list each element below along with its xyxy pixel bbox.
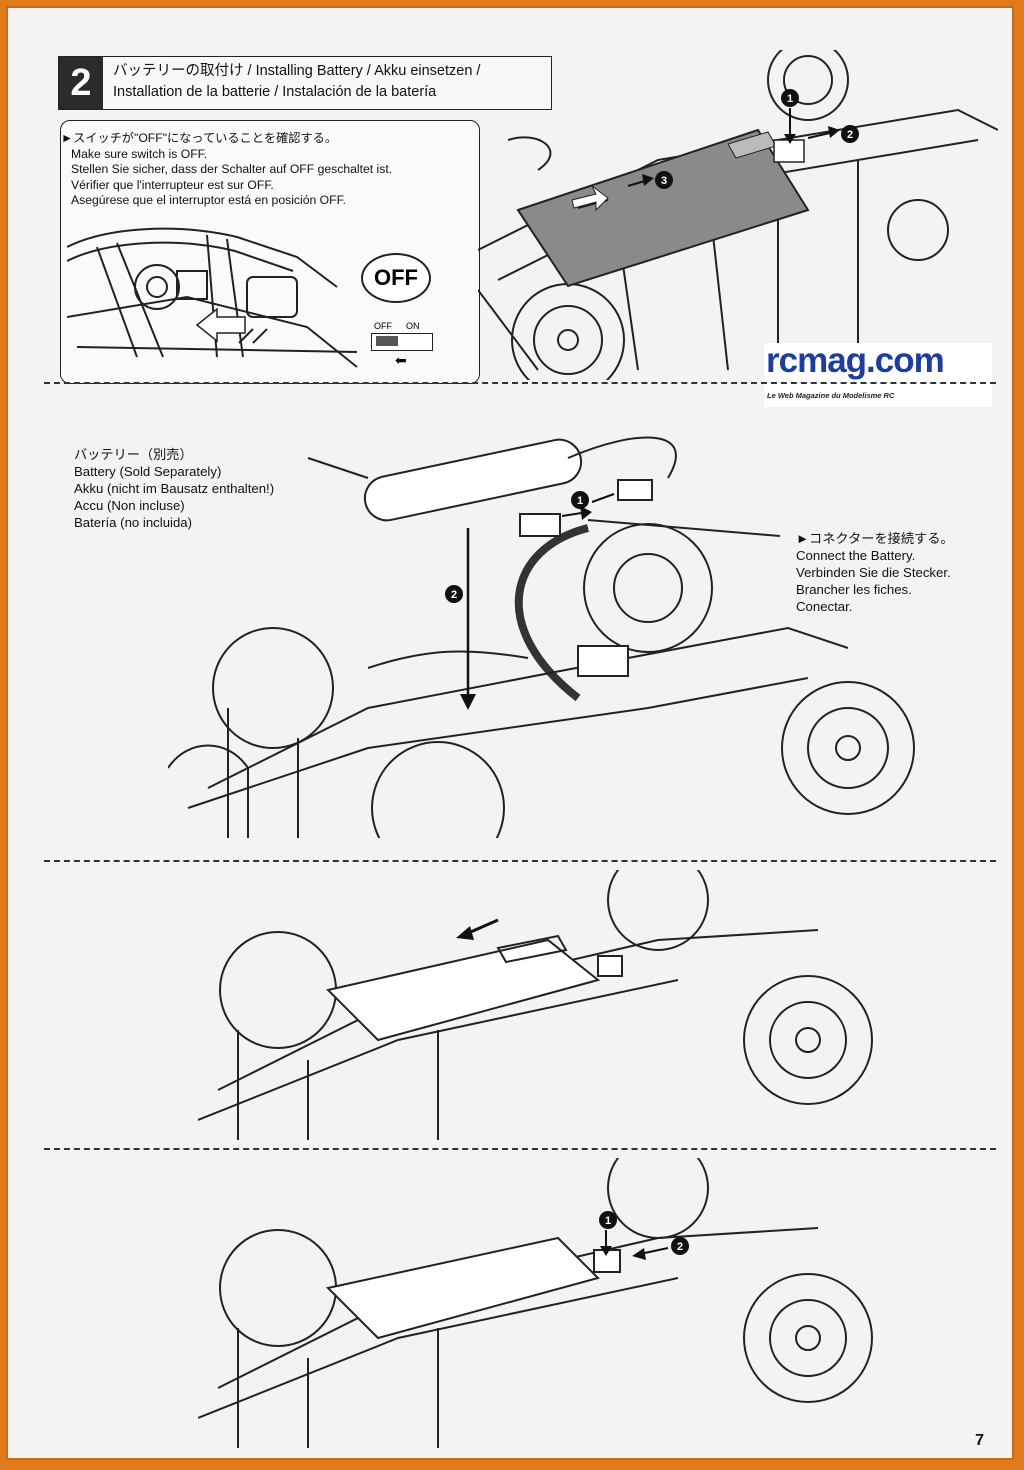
divider-1 — [44, 382, 996, 384]
manual-page: 2 バッテリーの取付け / Installing Battery / Akku … — [6, 6, 1014, 1460]
callout-2 — [841, 125, 859, 143]
step-title: バッテリーの取付け / Installing Battery / Akku ei… — [113, 61, 480, 103]
divider-2 — [44, 860, 996, 862]
battery-label-ja: バッテリー（別売） — [74, 447, 193, 462]
callout-1-lock — [599, 1211, 617, 1229]
battery-label-en: Battery (Sold Separately) — [74, 464, 222, 479]
logo-wordmark: rcmag.com — [766, 341, 945, 380]
left-arrow-icon: ⬅ — [395, 352, 407, 368]
rollcage-sketch — [67, 227, 358, 368]
note-es: Asegúrese que el interruptor está en pos… — [71, 193, 347, 207]
battery-label-de: Akku (nicht im Bausatz enthalten!) — [74, 481, 275, 496]
battery-install-illustration: 2 1 — [168, 436, 915, 838]
switch-block — [773, 139, 805, 163]
switch-off-label: OFF — [374, 321, 392, 331]
battery-label-es: Batería (no incluida) — [74, 515, 193, 530]
cover-slide-illustration — [198, 870, 873, 1140]
callout-2-label: 2 — [847, 129, 853, 141]
logo-tagline: Le Web Magazine du Modelisme RC — [767, 391, 895, 400]
callout-3 — [655, 171, 673, 189]
callout-1-lock-label: 1 — [605, 1215, 611, 1227]
connector-label-es: Conectar. — [796, 599, 853, 614]
battery-label-fr: Accu (Non incluse) — [74, 498, 185, 513]
callout-2-lock-label: 2 — [677, 1241, 683, 1253]
switch-slider — [371, 333, 433, 351]
final-lock-illustration: 1 2 — [198, 1158, 873, 1448]
callout-1 — [781, 89, 799, 107]
step-heading: 2 バッテリーの取付け / Installing Battery / Akku … — [58, 56, 552, 110]
switch-off-note: ►スイッチが"OFF"になっていることを確認する。 Make sure swit… — [60, 120, 480, 384]
callout-2-install-label: 2 — [451, 589, 457, 601]
chassis-top-illustration: 1 2 3 — [478, 50, 998, 380]
step-title-line2: Installation de la batterie / Instalació… — [113, 84, 437, 100]
battery-pack — [363, 438, 583, 522]
switch-note-text: ►スイッチが"OFF"になっていることを確認する。 Make sure swit… — [61, 131, 393, 209]
connector-label: ►コネクターを接続する。 Connect the Battery. Verbin… — [796, 530, 954, 615]
note-de: Stellen Sie sicher, dass der Schalter au… — [71, 162, 393, 176]
connector-label-fr: Brancher les fiches. — [796, 582, 912, 597]
rcmag-logo: rcmag.com Le Web Magazine du Modelisme R… — [764, 341, 992, 407]
switch-diagram: OFF ON ⬅ — [371, 321, 437, 368]
connector-label-de: Verbinden Sie die Stecker. — [796, 565, 951, 580]
connector-label-en: Connect the Battery. — [796, 548, 916, 563]
callout-1-install — [571, 491, 589, 509]
connector-label-ja: ►コネクターを接続する。 — [796, 531, 954, 546]
switch-on-label: ON — [406, 321, 420, 331]
callout-2-lock — [671, 1237, 689, 1255]
callout-3-label: 3 — [661, 175, 667, 187]
callout-1-label: 1 — [787, 93, 793, 105]
callout-2-install — [445, 585, 463, 603]
battery-label: バッテリー（別売） Battery (Sold Separately) Akku… — [74, 446, 274, 531]
callout-1-install-label: 1 — [577, 495, 583, 507]
page-number: 7 — [975, 1432, 984, 1449]
note-fr: Vérifier que l'interrupteur est sur OFF. — [71, 177, 274, 192]
divider-3 — [44, 1148, 996, 1150]
note-ja: ►スイッチが"OFF"になっていることを確認する。 — [61, 131, 338, 145]
battery-cover-plate — [516, 128, 810, 288]
step-title-line1: バッテリーの取付け / Installing Battery / Akku ei… — [113, 63, 481, 79]
note-en: Make sure switch is OFF. — [71, 146, 208, 161]
step-number: 2 — [59, 57, 103, 109]
off-bubble: OFF — [361, 253, 431, 303]
